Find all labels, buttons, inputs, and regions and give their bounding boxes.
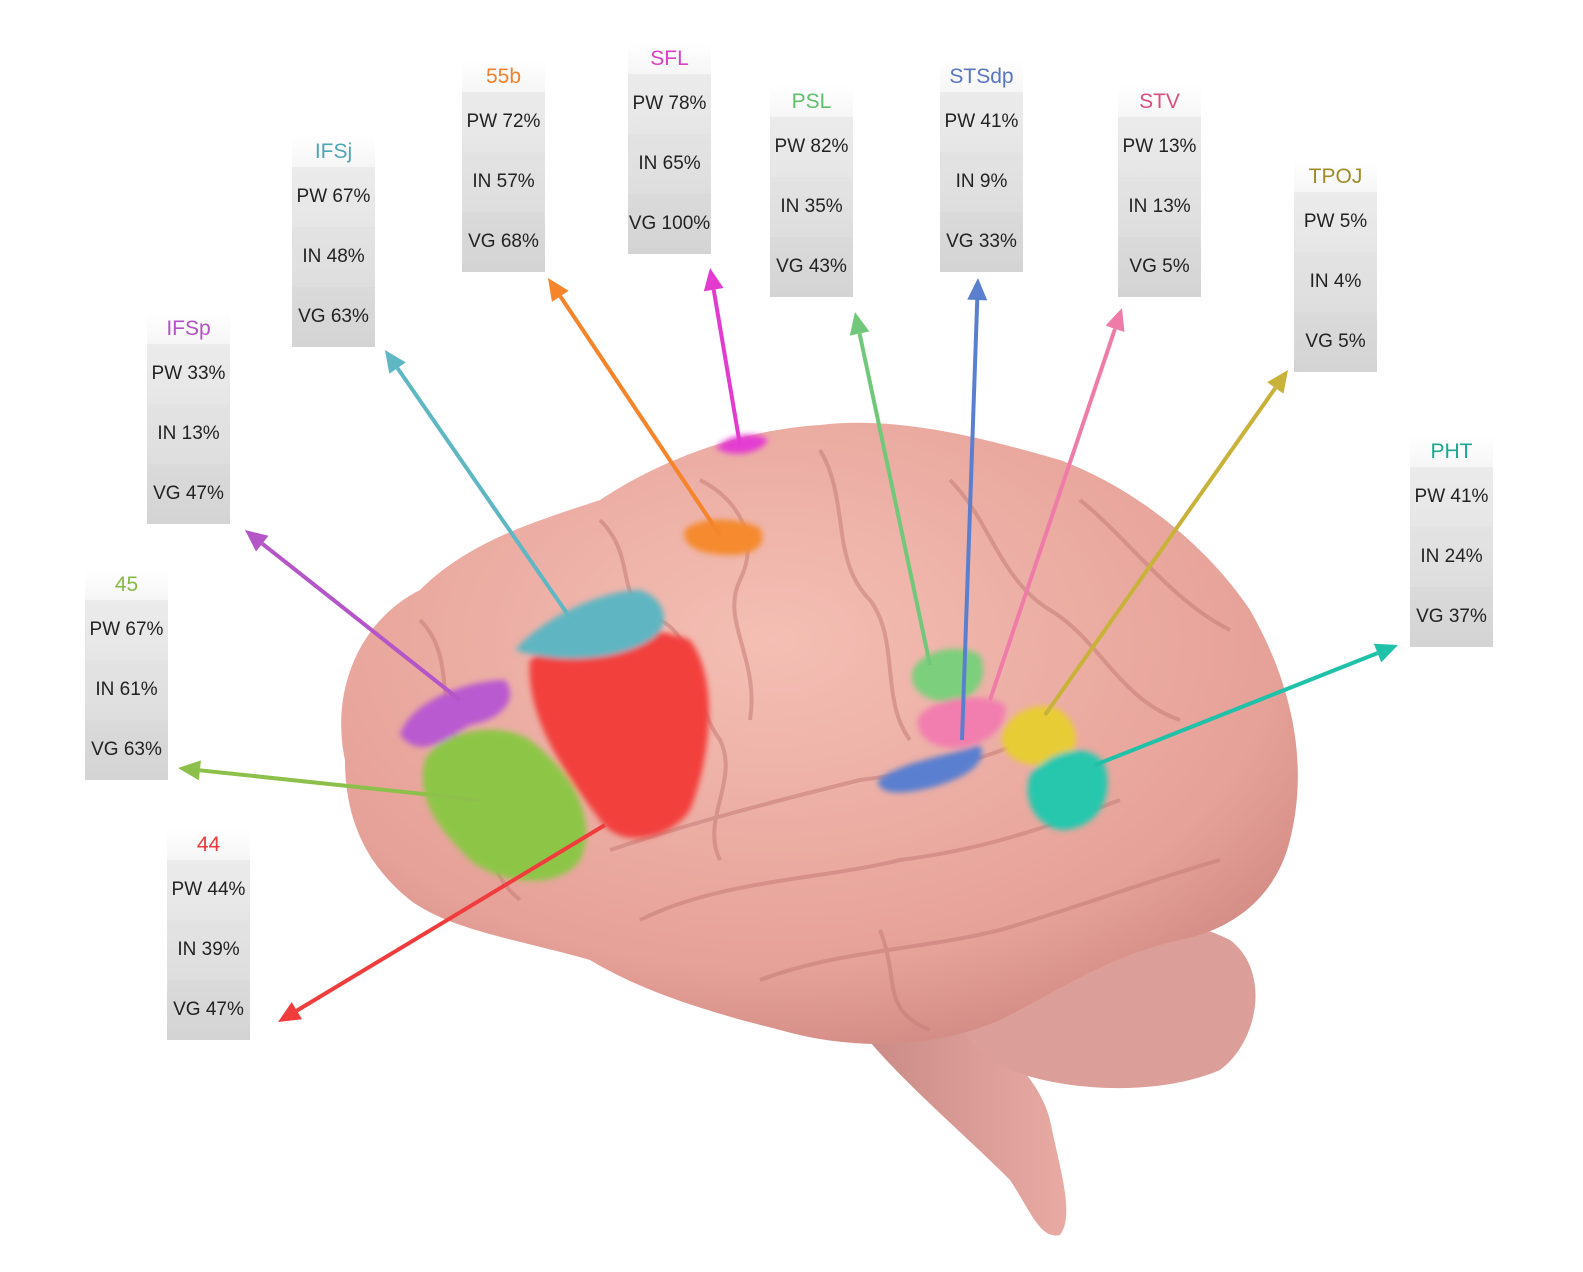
label-box-psl: PSL PW 82% IN 35% VG 43%: [770, 85, 853, 297]
arrowhead-icon: [967, 278, 988, 301]
pw-value: PW 67%: [292, 167, 375, 227]
in-value: IN 24%: [1410, 527, 1493, 587]
arrow-stv: [988, 308, 1125, 701]
arrowhead-icon: [385, 350, 406, 374]
region-name: STSdp: [940, 60, 1023, 92]
arrow-psl: [849, 312, 932, 666]
arrow-ifsp: [245, 530, 462, 702]
vg-value: VG 63%: [85, 720, 168, 780]
arrow-ifsj: [385, 350, 577, 627]
in-value: IN 57%: [462, 152, 545, 212]
label-box-ifsj: IFSj PW 67% IN 48% VG 63%: [292, 135, 375, 347]
arrow-45: [178, 760, 481, 802]
arrow-tpoj: [1043, 370, 1288, 717]
vg-value: VG 68%: [462, 212, 545, 272]
brainstem: [860, 1020, 1067, 1236]
region-name: STV: [1118, 85, 1201, 117]
arrow-44: [278, 823, 607, 1022]
arrowhead-icon: [178, 760, 201, 781]
in-value: IN 35%: [770, 177, 853, 237]
arrowhead-icon: [548, 278, 569, 302]
region-name: 45: [85, 568, 168, 600]
label-box-sfl: SFL PW 78% IN 65% VG 100%: [628, 42, 711, 254]
cerebrum: [341, 422, 1298, 1044]
pw-value: PW 82%: [770, 117, 853, 177]
pw-value: PW 78%: [628, 74, 711, 134]
label-box-55b: 55b PW 72% IN 57% VG 68%: [462, 60, 545, 272]
vg-value: VG 47%: [147, 464, 230, 524]
arrow-stsdp: [960, 278, 988, 741]
label-box-stv: STV PW 13% IN 13% VG 5%: [1118, 85, 1201, 297]
in-value: IN 61%: [85, 660, 168, 720]
vg-value: VG 43%: [770, 237, 853, 297]
vg-value: VG 5%: [1118, 237, 1201, 297]
vg-value: VG 63%: [292, 287, 375, 347]
vg-value: VG 33%: [940, 212, 1023, 272]
pw-value: PW 72%: [462, 92, 545, 152]
arrow-sfl: [703, 268, 742, 446]
region-name: IFSj: [292, 135, 375, 167]
region-44: [529, 629, 709, 839]
label-box-tpoj: TPOJ PW 5% IN 4% VG 5%: [1294, 160, 1377, 372]
arrow-55b: [548, 278, 722, 537]
pw-value: PW 67%: [85, 600, 168, 660]
region-pht: [1027, 750, 1108, 830]
arrowhead-icon: [1373, 643, 1398, 663]
in-value: IN 4%: [1294, 252, 1377, 312]
in-value: IN 39%: [167, 920, 250, 980]
in-value: IN 13%: [147, 404, 230, 464]
pw-value: PW 5%: [1294, 192, 1377, 252]
arrow-pht: [1094, 643, 1398, 767]
pw-value: PW 33%: [147, 344, 230, 404]
label-box-stsdp: STSdp PW 41% IN 9% VG 33%: [940, 60, 1023, 272]
region-name: 55b: [462, 60, 545, 92]
in-value: IN 48%: [292, 227, 375, 287]
region-name: TPOJ: [1294, 160, 1377, 192]
in-value: IN 9%: [940, 152, 1023, 212]
region-sfl: [716, 434, 768, 454]
region-name: PHT: [1410, 435, 1493, 467]
vg-value: VG 100%: [628, 194, 711, 254]
label-box-ifsp: IFSp PW 33% IN 13% VG 47%: [147, 312, 230, 524]
region-ifsj: [515, 590, 664, 659]
vg-value: VG 5%: [1294, 312, 1377, 372]
arrowhead-icon: [278, 1002, 303, 1022]
in-value: IN 13%: [1118, 177, 1201, 237]
region-45: [422, 729, 587, 881]
pw-value: PW 41%: [1410, 467, 1493, 527]
pw-value: PW 13%: [1118, 117, 1201, 177]
region-tpoj: [1001, 706, 1077, 766]
region-stsdp: [878, 745, 982, 793]
arrowhead-icon: [245, 530, 269, 552]
arrowhead-icon: [1267, 370, 1288, 394]
pw-value: PW 41%: [940, 92, 1023, 152]
region-name: SFL: [628, 42, 711, 74]
label-box-44: 44 PW 44% IN 39% VG 47%: [167, 828, 250, 1040]
vg-value: VG 47%: [167, 980, 250, 1040]
region-name: PSL: [770, 85, 853, 117]
arrowhead-icon: [849, 312, 870, 336]
label-box-pht: PHT PW 41% IN 24% VG 37%: [1410, 435, 1493, 647]
region-name: 44: [167, 828, 250, 860]
region-55b: [684, 519, 763, 555]
vg-value: VG 37%: [1410, 587, 1493, 647]
in-value: IN 65%: [628, 134, 711, 194]
label-box-45: 45 PW 67% IN 61% VG 63%: [85, 568, 168, 780]
pw-value: PW 44%: [167, 860, 250, 920]
arrowhead-icon: [703, 268, 724, 292]
region-ifsp: [400, 680, 511, 747]
region-name: IFSp: [147, 312, 230, 344]
arrowhead-icon: [1105, 308, 1125, 333]
